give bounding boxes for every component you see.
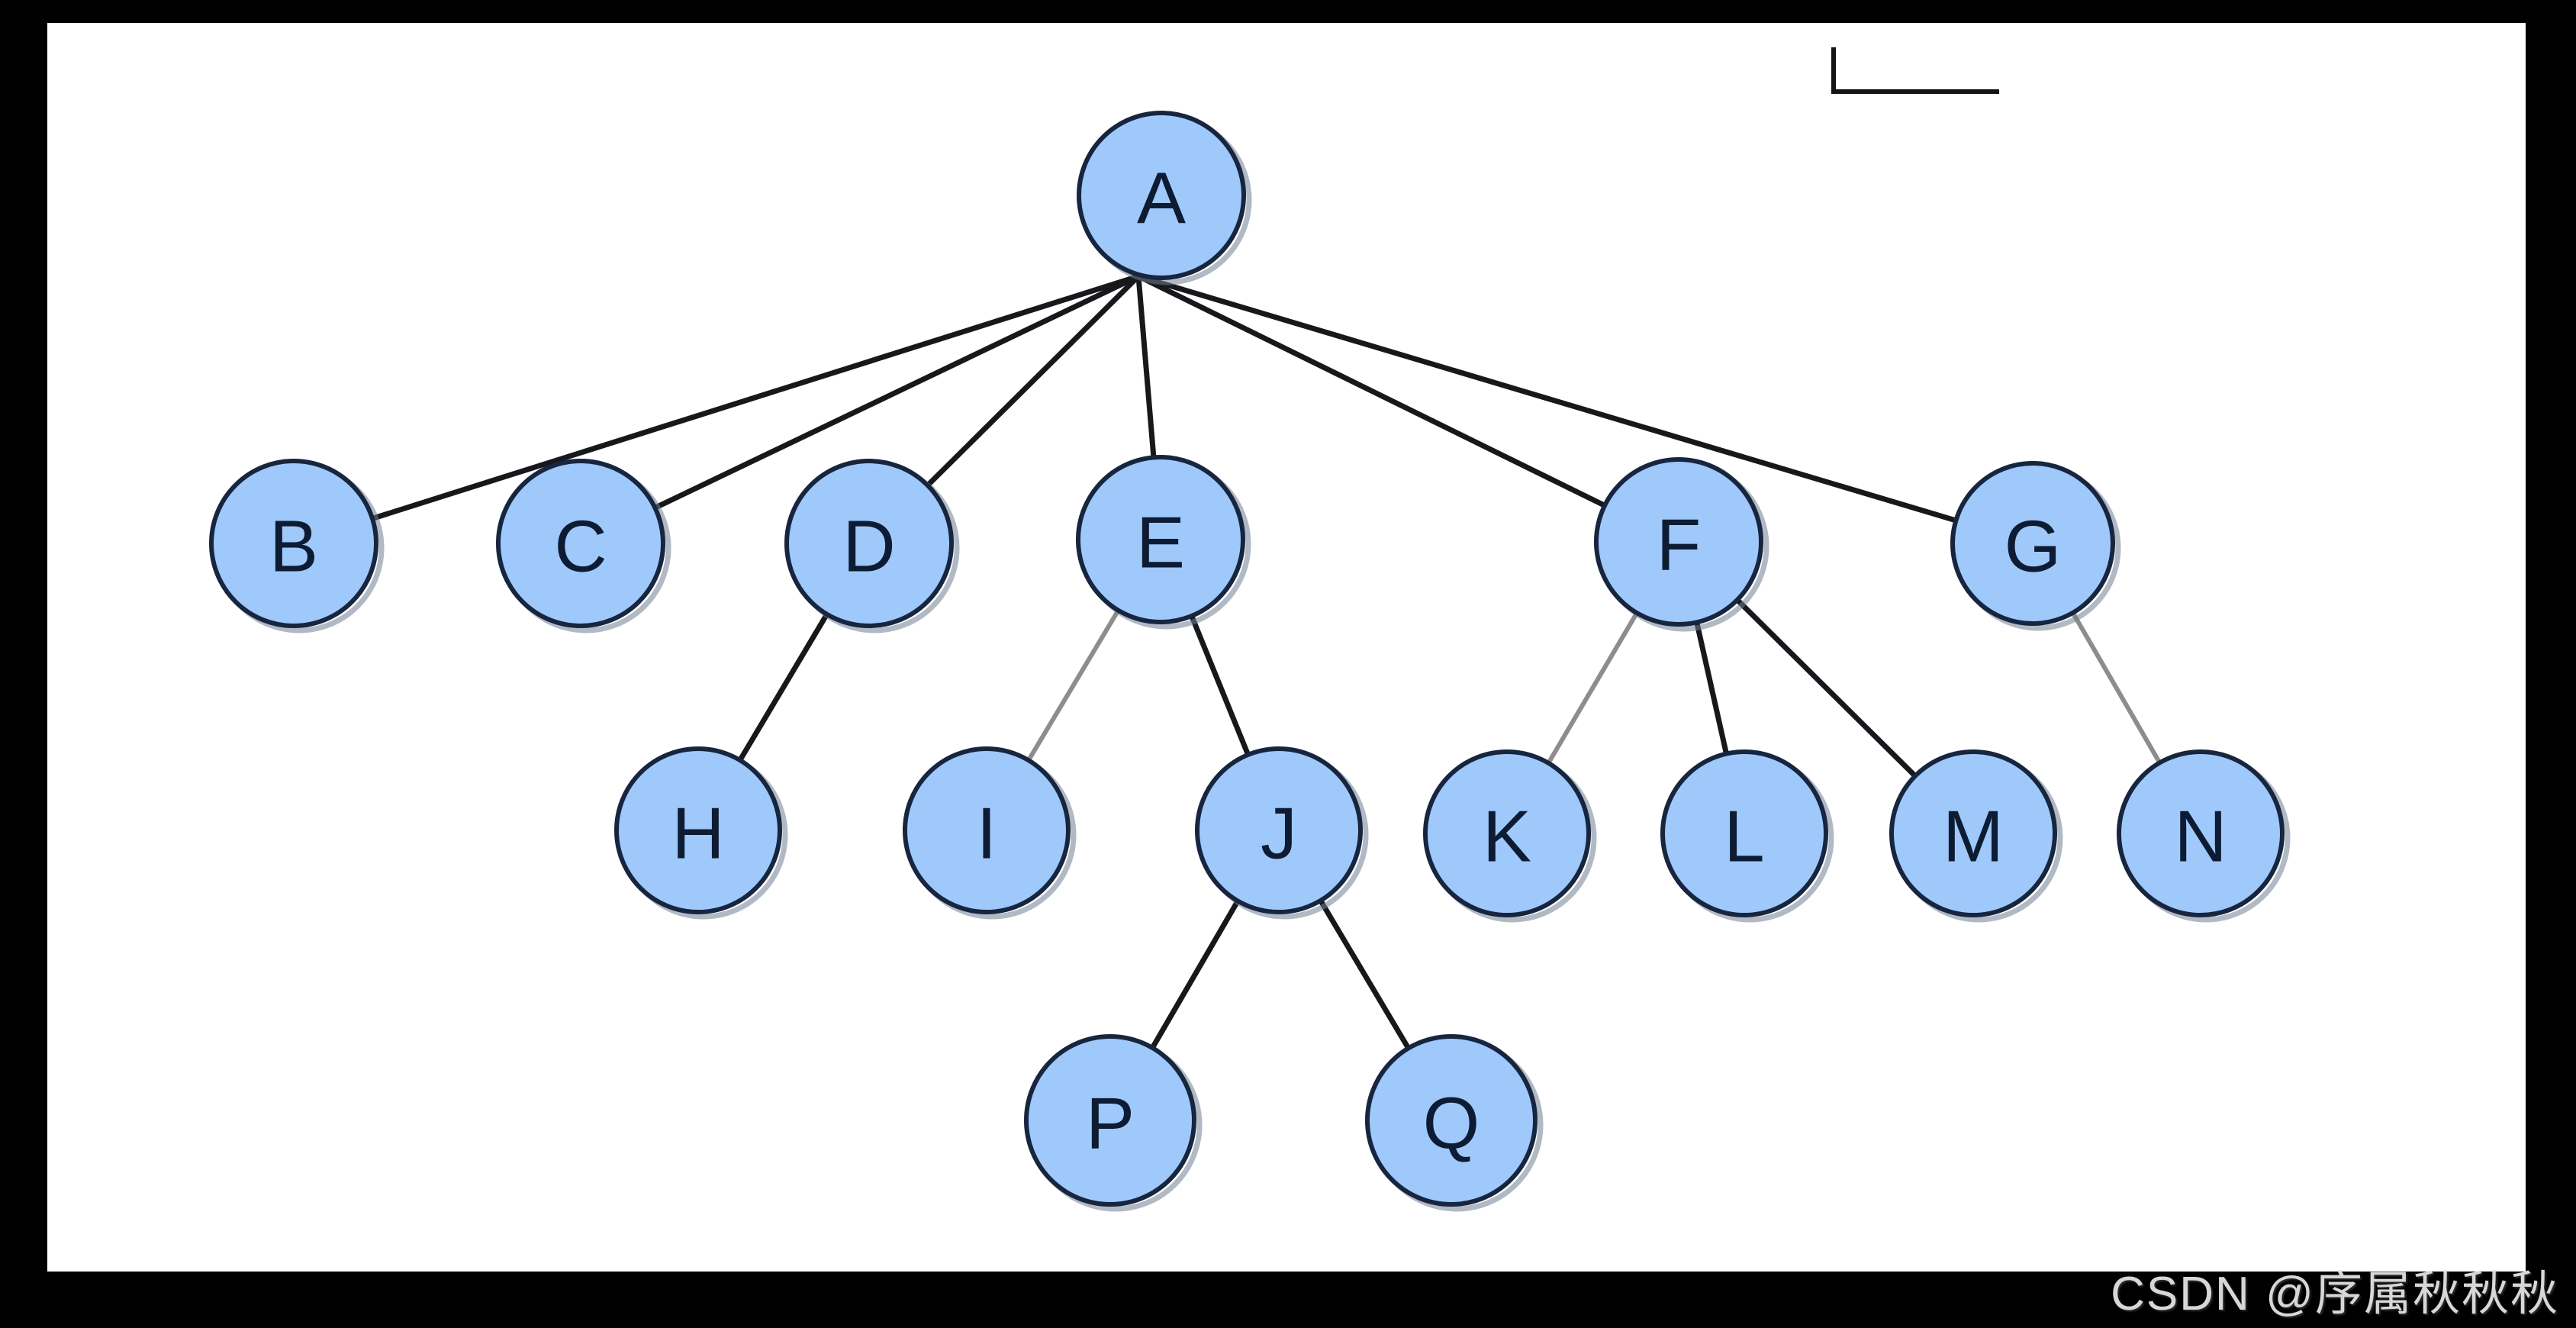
node-circle-h[interactable] [614,746,782,914]
node-label-j: J [1261,793,1297,875]
node-label-g: G [2004,506,2062,588]
edge-e-j [1187,610,1253,762]
edge-j-q [1316,895,1414,1056]
node-circle-i[interactable] [903,746,1071,914]
tree-node-k[interactable]: K [1423,749,1597,923]
tree-node-c[interactable]: C [496,459,671,633]
tree-node-f[interactable]: F [1594,457,1769,632]
edge-g-n [2069,608,2165,769]
edge-a-d [921,273,1141,492]
node-circle-q[interactable] [1365,1034,1538,1207]
edge-a-c [648,273,1141,513]
node-circle-c[interactable] [496,459,665,628]
edge-d-h [735,608,832,767]
diagram-canvas [47,23,2526,1272]
node-circle-k[interactable] [1423,749,1591,917]
node-label-d: D [842,506,895,588]
tree-node-i[interactable]: I [903,746,1077,920]
node-circle-d[interactable] [784,459,954,628]
edge-a-f [1135,273,1612,511]
tree-node-l[interactable]: L [1660,749,1834,923]
tree-node-q[interactable]: Q [1365,1034,1544,1212]
edge-a-e [1135,273,1157,465]
edge-f-m [1732,595,1921,782]
tree-node-d[interactable]: D [784,459,960,633]
edge-a-b [365,273,1141,523]
node-circle-g[interactable] [1950,461,2115,626]
tree-node-h[interactable]: H [614,746,788,920]
tree-node-a[interactable]: A [1077,111,1252,285]
node-circle-j[interactable] [1195,746,1363,914]
edge-j-p [1147,895,1242,1055]
tree-node-j[interactable]: J [1195,746,1369,920]
node-label-q: Q [1423,1083,1480,1165]
edge-f-k [1544,608,1641,769]
tree-node-m[interactable]: M [1889,749,2063,923]
node-label-f: F [1657,504,1702,586]
node-label-e: E [1136,502,1185,584]
node-circle-n[interactable] [2117,749,2285,917]
node-label-n: N [2174,796,2227,878]
tree-node-g[interactable]: G [1950,461,2121,631]
node-circle-m[interactable] [1889,749,2057,917]
edges-group [365,273,2165,1056]
tree-node-b[interactable]: B [209,459,385,633]
node-label-c: C [554,506,607,588]
node-label-h: H [671,793,724,875]
node-circle-l[interactable] [1660,749,1828,917]
node-label-a: A [1137,158,1186,240]
tree-node-e[interactable]: E [1076,455,1251,630]
edge-e-i [1023,605,1122,767]
node-circle-p[interactable] [1024,1034,1196,1207]
tree-node-n[interactable]: N [2117,749,2291,923]
node-label-i: I [977,793,997,875]
corner-mark [1831,47,1999,94]
tree-node-p[interactable]: P [1024,1034,1203,1212]
node-circle-e[interactable] [1076,455,1245,624]
node-label-l: L [1724,796,1764,878]
corner-mark-group [1831,47,1999,94]
node-label-b: B [269,506,318,588]
node-label-p: P [1086,1083,1135,1165]
node-label-k: K [1483,796,1531,878]
node-circle-a[interactable] [1077,111,1246,280]
edge-f-l [1693,616,1731,761]
node-circle-f[interactable] [1594,457,1763,627]
node-label-m: M [1943,796,2004,878]
node-circle-b[interactable] [209,459,378,628]
nodes-group: A B C D E F G H I J K L M N P Q [209,111,2291,1212]
edge-a-g [1135,273,1963,525]
